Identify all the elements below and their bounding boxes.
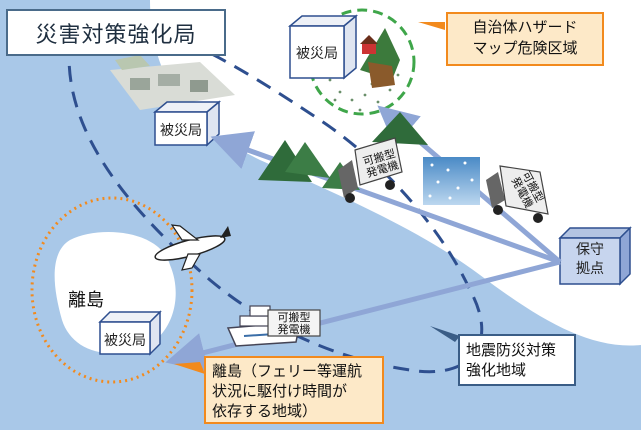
earthquake-zone-callout: 地震防災対策 強化地域 (458, 334, 576, 386)
island-callout-tail (174, 362, 205, 374)
island-zone-circle (30, 196, 194, 384)
truck-icon-2 (486, 165, 549, 223)
snowflakes (428, 161, 474, 200)
stricken-station-label-island: 被災局 (104, 333, 146, 349)
town-icon (110, 55, 235, 110)
stricken-station-box-island (98, 310, 162, 356)
island-callout-line-1: 離島（フェリー等運航 (212, 362, 363, 380)
ferry-generator-box (267, 309, 321, 337)
stricken-station-box-top (287, 14, 359, 80)
island-callout: 離島（フェリー等運航 状況に駆付け時間が 依存する地域） (204, 356, 384, 424)
page-title: 災害対策強化局 (6, 9, 226, 56)
ferry-generator-line-2: 発電機 (277, 323, 311, 336)
hazard-callout-line-1: 自治体ハザード (472, 18, 578, 36)
island-callout-line-3: 依存する地域） (212, 402, 318, 420)
stricken-station-label-mid: 被災局 (160, 123, 202, 139)
stricken-station-label-top: 被災局 (296, 46, 338, 62)
base-station-line-2: 拠点 (576, 261, 604, 277)
zone-callout-tail (430, 326, 460, 342)
hazard-callout-tail (418, 22, 445, 30)
island-callout-line-2: 状況に駆付け時間が (212, 382, 348, 400)
stricken-station-box-mid (152, 100, 222, 147)
truck-icon (338, 137, 403, 203)
landslide-icon (360, 28, 400, 88)
hazard-callout: 自治体ハザード マップ危険区域 (446, 12, 604, 66)
base-station-label: 保守 拠点 (561, 241, 619, 279)
island-label: 離島 (68, 290, 104, 311)
ferry-generator-label: 可搬型 発電機 (270, 312, 318, 336)
ferry-generator-line-1: 可搬型 (277, 311, 311, 324)
earthquake-zone-line-2: 強化地域 (466, 361, 527, 379)
base-station-box (558, 226, 632, 286)
airplane-icon (154, 224, 231, 271)
earthquake-zone-line-1: 地震防災対策 (466, 341, 557, 359)
base-station-line-1: 保守 (576, 242, 604, 258)
hazard-callout-line-2: マップ危険区域 (472, 39, 578, 57)
